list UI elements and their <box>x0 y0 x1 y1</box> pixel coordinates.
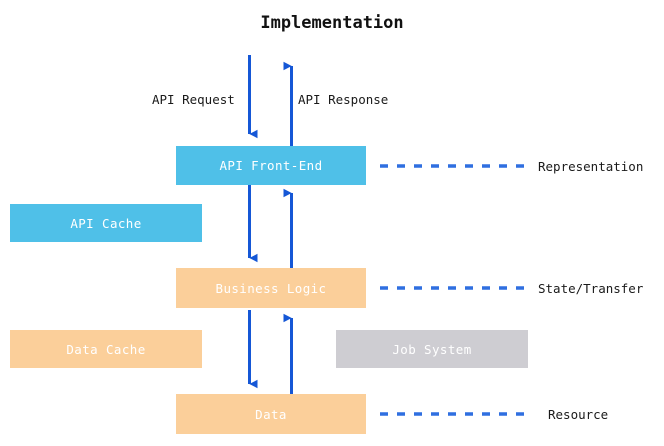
box-label-api-front-end: API Front-End <box>219 158 323 173</box>
box-label-business-logic: Business Logic <box>215 280 327 296</box>
side-label-representation: Representation <box>538 159 644 174</box>
box-label-data: Data <box>255 406 287 422</box>
box-label-job-system: Job System <box>392 341 472 357</box>
arrow-label-api-response: API Response <box>298 92 389 107</box>
side-label-resource: Resource <box>548 407 609 422</box>
box-api-cache[interactable]: API Cache <box>10 204 202 242</box>
arrow-label-api-request: API Request <box>152 92 235 107</box>
box-job-system[interactable]: Job System <box>336 330 528 368</box>
box-business-logic[interactable]: Business Logic <box>176 268 366 308</box>
side-label-state-transfer: State/Transfer <box>538 281 644 296</box>
box-api-front-end[interactable]: API Front-End <box>176 146 366 185</box>
box-label-api-cache: API Cache <box>70 215 142 231</box>
box-data-cache[interactable]: Data Cache <box>10 330 202 368</box>
box-label-data-cache: Data Cache <box>66 341 146 357</box>
box-data[interactable]: Data <box>176 394 366 434</box>
page-title: Implementation <box>260 13 404 33</box>
